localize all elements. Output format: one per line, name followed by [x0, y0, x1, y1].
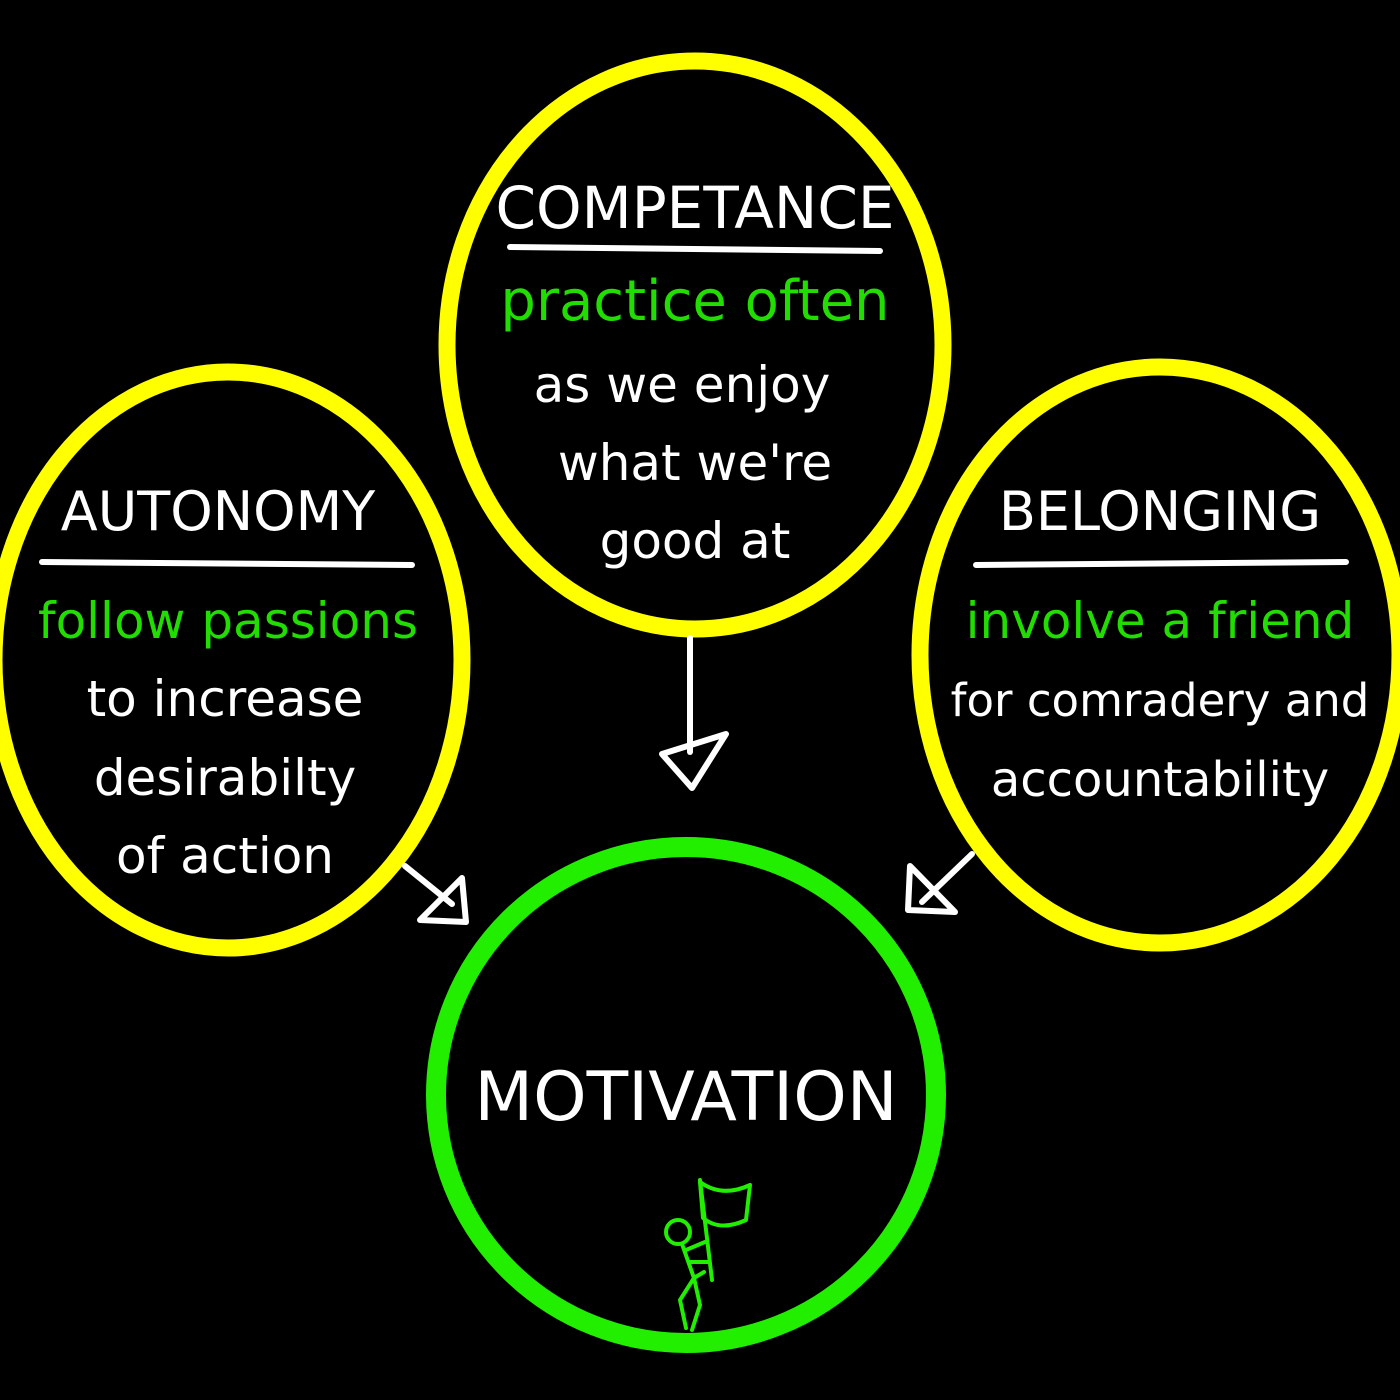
arrow-competance-to-motivation	[659, 635, 729, 791]
autonomy-action: follow passions	[38, 592, 418, 650]
figure-leg-left	[678, 1276, 696, 1330]
stick-figure-with-flag-icon	[664, 1178, 752, 1332]
motivation-title: MOTIVATION	[474, 1058, 897, 1137]
belonging-desc-line1: for comradery and	[951, 674, 1370, 727]
competance-desc-line2: what we're	[558, 434, 832, 492]
competance-desc-line1: as we enjoy	[534, 356, 831, 414]
arrow-head	[417, 875, 469, 925]
arrow-head	[659, 731, 729, 791]
arrow-belonging-to-motivation	[905, 851, 975, 915]
autonomy-desc-line1: to increase	[87, 670, 364, 728]
node-autonomy: AUTONOMY follow passions to increase des…	[0, 363, 471, 957]
arrow-autonomy-to-motivation	[402, 863, 469, 925]
node-belonging: BELONGING involve a friend for comradery…	[911, 358, 1400, 952]
autonomy-desc-line3: of action	[116, 827, 334, 885]
competance-desc-line3: good at	[600, 512, 791, 570]
figure-leg-right	[690, 1276, 702, 1332]
flag-cloth	[698, 1180, 752, 1228]
autonomy-ring	[0, 363, 471, 957]
belonging-underline	[973, 559, 1349, 568]
belonging-ring	[911, 358, 1400, 952]
motivation-ring	[426, 837, 946, 1353]
competance-ring	[438, 52, 952, 638]
node-motivation: MOTIVATION	[426, 837, 946, 1353]
node-competance: COMPETANCE practice often as we enjoy wh…	[438, 52, 952, 638]
autonomy-underline	[39, 559, 415, 568]
autonomy-title: AUTONOMY	[61, 480, 376, 543]
figure-head	[664, 1218, 692, 1246]
belonging-title: BELONGING	[999, 480, 1321, 543]
competance-title: COMPETANCE	[496, 174, 895, 242]
competance-underline	[507, 244, 883, 254]
competance-action: practice often	[500, 269, 889, 334]
figure-arm-upper	[684, 1240, 707, 1252]
autonomy-desc-line2: desirabilty	[94, 749, 356, 807]
arrow-head	[905, 863, 958, 915]
belonging-desc-line2: accountability	[991, 752, 1329, 808]
arrow-shaft	[919, 851, 975, 905]
belonging-action: involve a friend	[966, 592, 1355, 650]
